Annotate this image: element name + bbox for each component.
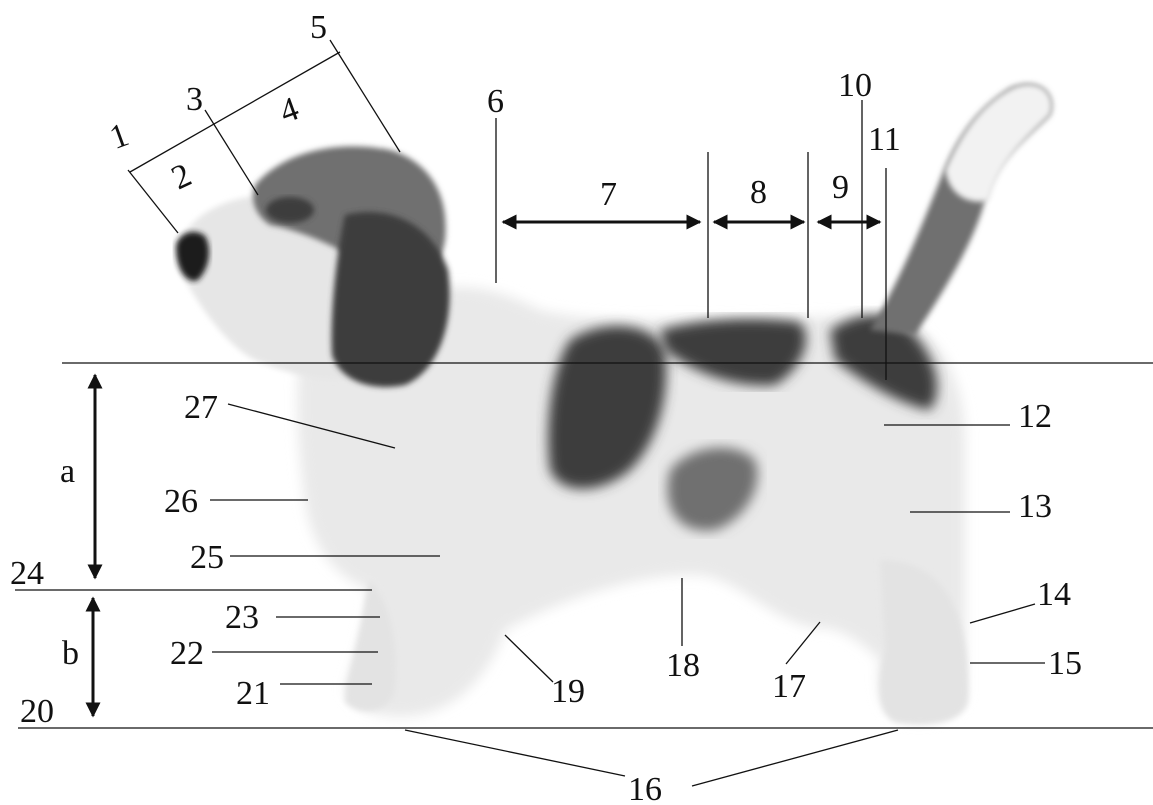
label-22: 22 bbox=[170, 635, 204, 672]
label-17: 17 bbox=[772, 668, 806, 705]
dog-eye bbox=[266, 197, 314, 223]
leader-14 bbox=[970, 604, 1035, 623]
label-b: b bbox=[62, 635, 79, 672]
label-15: 15 bbox=[1048, 645, 1082, 682]
label-19: 19 bbox=[551, 673, 585, 710]
label-13: 13 bbox=[1018, 488, 1052, 525]
head-tick-1 bbox=[128, 170, 178, 233]
label-25: 25 bbox=[190, 539, 224, 576]
label-27: 27 bbox=[184, 389, 218, 426]
label-4: 4 bbox=[275, 90, 304, 131]
label-16: 16 bbox=[628, 771, 662, 805]
label-23: 23 bbox=[225, 599, 259, 636]
label-6: 6 bbox=[487, 83, 504, 120]
label-2: 2 bbox=[166, 156, 197, 197]
label-20: 20 bbox=[20, 693, 54, 730]
label-11: 11 bbox=[868, 121, 901, 158]
label-24: 24 bbox=[10, 555, 44, 592]
leader-16-rear bbox=[692, 730, 898, 786]
label-8: 8 bbox=[750, 174, 767, 211]
label-1: 1 bbox=[105, 116, 134, 157]
label-26: 26 bbox=[164, 483, 198, 520]
label-a: a bbox=[60, 453, 75, 490]
label-3: 3 bbox=[186, 81, 203, 118]
label-12: 12 bbox=[1018, 398, 1052, 435]
label-10: 10 bbox=[838, 67, 872, 104]
leader-17 bbox=[786, 622, 820, 664]
head-tick-5 bbox=[330, 40, 400, 152]
label-7: 7 bbox=[600, 176, 617, 213]
head-tick-3 bbox=[205, 110, 258, 195]
label-21: 21 bbox=[236, 675, 270, 712]
label-14: 14 bbox=[1037, 576, 1071, 613]
label-5: 5 bbox=[310, 9, 327, 46]
leader-16-front bbox=[405, 730, 625, 776]
dog-tail-tip bbox=[945, 84, 1052, 201]
label-18: 18 bbox=[666, 647, 700, 684]
leader-19 bbox=[505, 635, 553, 682]
label-9: 9 bbox=[832, 169, 849, 206]
